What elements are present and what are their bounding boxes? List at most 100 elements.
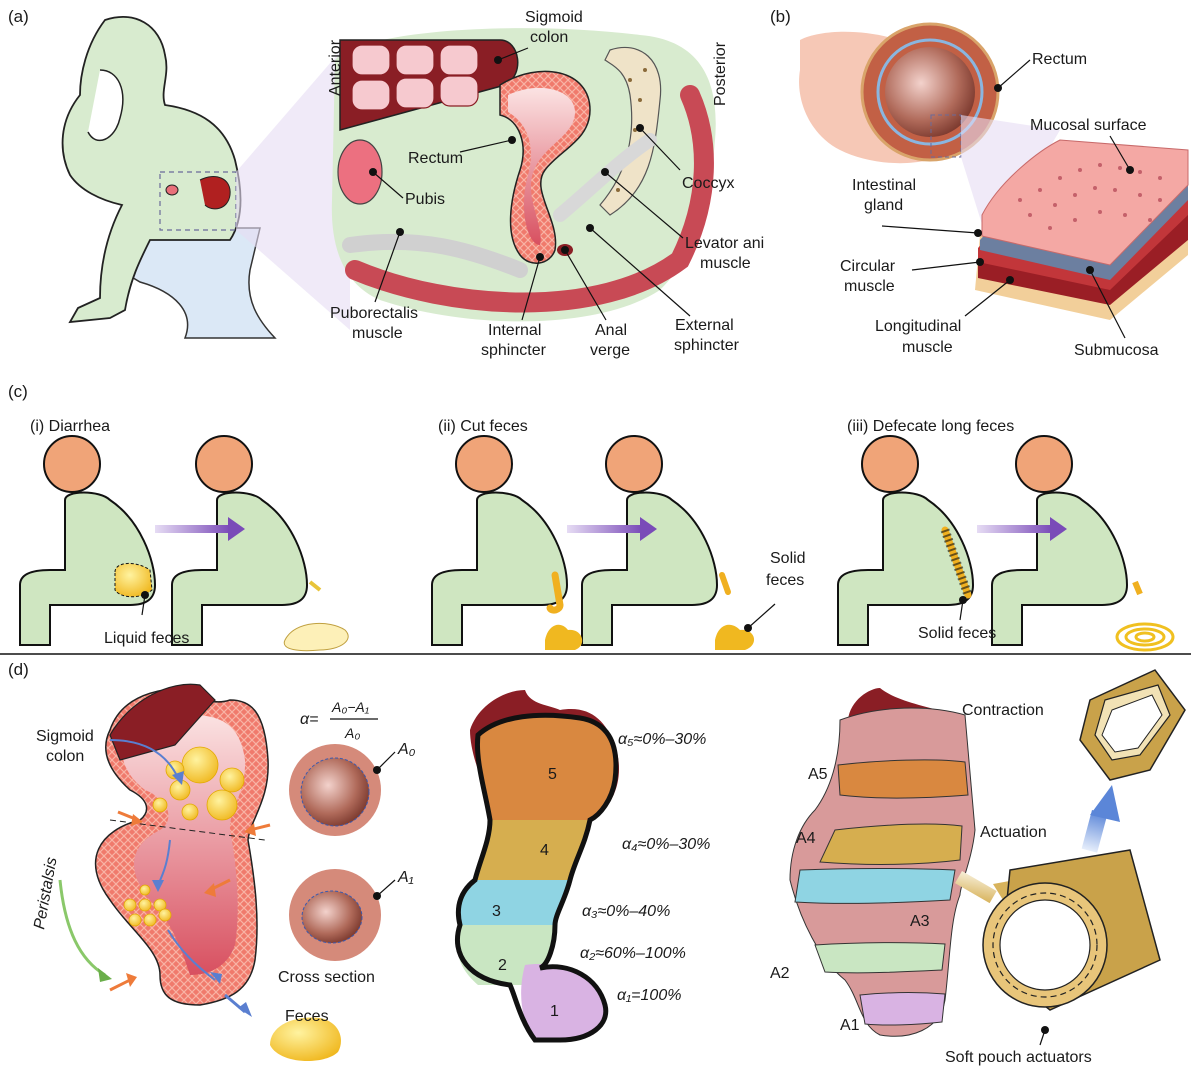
head [456,436,512,492]
mini-pubis [166,185,178,195]
head [1016,436,1072,492]
label-solid-feces-2b: feces [766,572,804,589]
label-pubis: Pubis [405,191,445,208]
label-sigmoid: Sigmoid [525,9,583,26]
label-levator-2: muscle [700,255,751,272]
label-coccyx: Coccyx [682,175,734,192]
label-a0: A₀ [397,741,416,758]
label-mucosal: Mucosal surface [1030,117,1147,134]
label-puborectalis-2: muscle [352,325,403,342]
label-levator: Levator ani [685,235,764,252]
torso [838,493,973,646]
label-internal: Internal [488,322,541,339]
label-soft-pouch: Soft pouch actuators [945,1049,1092,1066]
torso [432,493,567,646]
panel-a-tag: (a) [8,7,29,26]
segment-2-label: 2 [498,957,507,974]
segment-1 [521,964,606,1040]
label-external-2: sphincter [674,337,740,354]
formula-numerator: A₀−A₁ [331,699,370,715]
label-sigmoid-d-2: colon [46,748,84,765]
panel-d-tag: (d) [8,660,29,679]
label-solid-feces-2: Solid [770,550,806,567]
seated-figure [838,436,973,645]
label-rectum: Rectum [408,150,463,167]
segment-map: 5 4 3 2 1 [457,690,619,1040]
panel-c-tag: (c) [8,382,28,401]
segment-4-label: 4 [540,842,549,859]
label-sigmoid-2: colon [530,29,568,46]
head [862,436,918,492]
actuator-robot [790,688,975,1036]
label-submucosa: Submucosa [1074,342,1159,359]
alpha-3: α₃≈0%–40% [582,903,670,920]
label-sigmoid-d: Sigmoid [36,728,94,745]
alpha-2: α₂≈60%–100% [580,945,686,962]
segment-3 [458,880,570,925]
actuator-label-a3: A3 [910,913,930,930]
coiled-feces [1117,624,1173,650]
seated-figure [432,436,567,645]
label-anal-2: verge [590,342,630,359]
scenario-3-title: (iii) Defecate long feces [847,418,1014,435]
alpha-5: α₅≈0%–30% [618,731,706,748]
label-actuation: Actuation [980,824,1047,841]
head [44,436,100,492]
label-gland: Intestinal [852,177,916,194]
segment-3-label: 3 [492,903,501,920]
seated-figure [992,436,1127,645]
cross-section-a1-lumen [302,891,362,943]
label-anterior: Anterior [327,39,344,96]
actuator-label-a1: A1 [840,1017,860,1034]
torso [172,493,307,646]
label-solid-feces-3: Solid feces [918,625,996,642]
label-longitudinal: Longitudinal [875,318,961,335]
segment-1-label: 1 [550,1003,559,1020]
liquid-puddle [284,623,348,650]
relaxed-ring [983,850,1160,1010]
label-contraction: Contraction [962,702,1044,719]
seated-figure [20,436,155,645]
label-puborectalis: Puborectalis [330,305,418,322]
label-internal-2: sphincter [481,342,547,359]
label-posterior: Posterior [712,41,729,106]
panel-a: (a) Sigmoid c [8,7,764,359]
torso [992,493,1127,646]
label-external: External [675,317,734,334]
label-circular: Circular [840,258,896,275]
seated-figure [582,436,717,645]
scenario-1-title: (i) Diarrhea [30,418,110,435]
panel-b: (b) Rectum Mucosal surface Intestinal gl… [770,7,1188,359]
alpha-1: α₁=100% [617,987,681,1004]
head [196,436,252,492]
label-anal: Anal [595,322,627,339]
alpha-4: α₄≈0%–30% [622,836,710,853]
formula-denominator: A₀ [344,725,360,741]
label-feces: Feces [285,1008,329,1025]
contracted-ring [1080,670,1185,780]
actuator-label-a2: A2 [770,965,790,982]
label-gland-2: gland [864,197,903,214]
label-liquid-feces: Liquid feces [104,630,189,647]
actuator-label-a5: A5 [808,766,828,783]
segment-5-label: 5 [548,766,557,783]
label-peristalsis: Peristalsis [31,856,60,931]
label-circular-2: muscle [844,278,895,295]
liquid-residue [310,582,320,590]
scenario-2-title: (ii) Cut feces [438,418,528,435]
head [606,436,662,492]
panel-b-tag: (b) [770,7,791,26]
label-cross-section: Cross section [278,969,375,986]
actuator-label-a4: A4 [796,830,816,847]
panel-c: (c) (i) Diarrhea (ii) Cut feces (iii) De… [0,382,1191,654]
label-longitudinal-2: muscle [902,339,953,356]
seated-figure [172,436,307,645]
segment-5 [477,715,616,820]
long-feces-residue [1135,582,1140,594]
cut-feces-residue [722,575,728,592]
panel-d: (d) Sigmoid colon Peristalsis Feces [8,660,1185,1066]
cross-section-a0-lumen [301,758,369,826]
formula-alpha: α= [300,711,318,728]
label-rectum-b: Rectum [1032,51,1087,68]
